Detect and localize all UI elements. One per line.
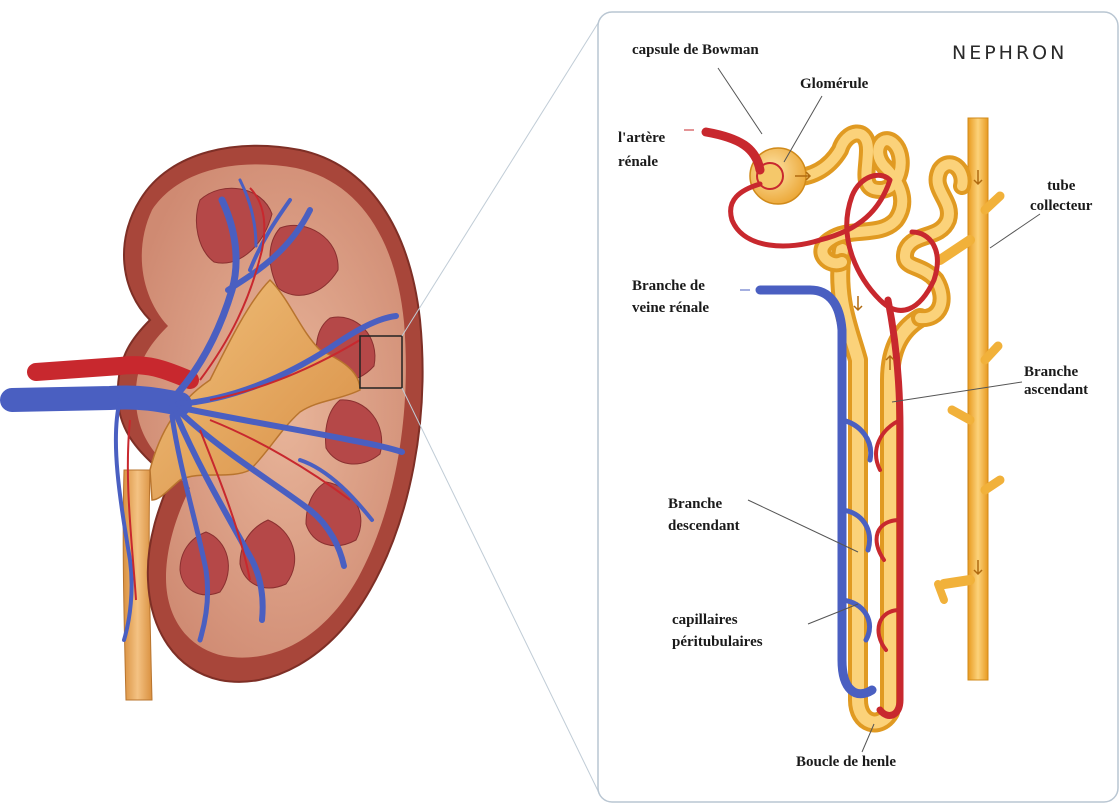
label-descending-limb-line2: descendant xyxy=(668,516,740,536)
zoom-connector-top xyxy=(402,20,600,336)
label-descending-limb: Branche descendant xyxy=(668,494,740,536)
label-ascending-limb: Branche ascendant xyxy=(1024,362,1088,400)
zoom-connector-bottom xyxy=(402,388,600,795)
kidney-illustration xyxy=(12,146,423,700)
label-ascending-limb-line1: Branche xyxy=(1024,362,1088,382)
label-renal-artery-line1: l'artère xyxy=(618,128,665,148)
label-glomerulus: Glomérule xyxy=(800,74,868,94)
nephron-title: NEPHRON xyxy=(952,42,1067,64)
renal-artery-kidney xyxy=(36,365,190,380)
label-collecting-duct-line1: tube xyxy=(1030,176,1092,196)
label-descending-limb-line1: Branche xyxy=(668,494,740,514)
label-renal-vein-line1: Branche de xyxy=(632,276,709,296)
label-collecting-duct: tube collecteur xyxy=(1030,176,1092,216)
label-ascending-limb-line2: ascendant xyxy=(1024,380,1088,400)
label-peritubular-capillaries: capillaires péritubulaires xyxy=(672,610,763,652)
label-collecting-duct-line2: collecteur xyxy=(1030,196,1092,216)
label-loop-of-henle: Boucle de henle xyxy=(796,752,896,772)
label-capillaries-line1: capillaires xyxy=(672,610,763,630)
label-renal-artery-line2: rénale xyxy=(618,152,665,172)
label-renal-artery: l'artère rénale xyxy=(618,128,665,172)
label-bowman-capsule: capsule de Bowman xyxy=(632,40,759,60)
label-capillaries-line2: péritubulaires xyxy=(672,632,763,652)
label-renal-vein-line2: veine rénale xyxy=(632,298,709,318)
label-renal-vein: Branche de veine rénale xyxy=(632,276,709,318)
